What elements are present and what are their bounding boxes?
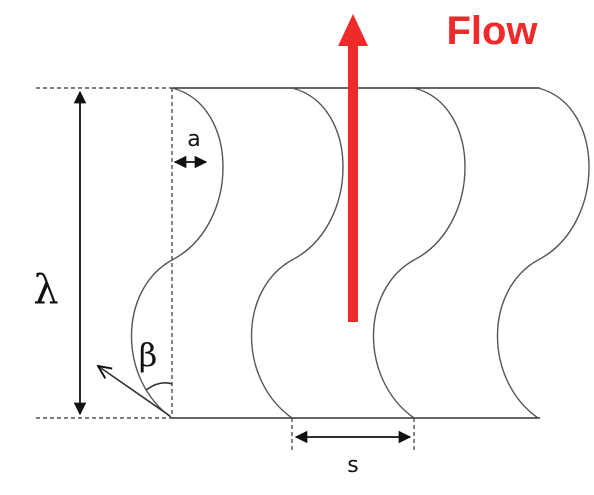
spacing-label: s (347, 453, 358, 478)
flow-label: Flow (446, 9, 538, 53)
wavy-wall-2 (250, 87, 344, 419)
wavy-wall-3 (372, 87, 466, 419)
angle-label: β (139, 336, 158, 374)
wavy-wall-1 (130, 87, 224, 419)
wavy-wall-4 (496, 87, 590, 419)
angle-arc (145, 382, 173, 391)
flow-arrow-shaft (348, 42, 358, 322)
flow-arrow-head (338, 14, 368, 46)
tangent-arrow (98, 366, 171, 417)
wavelength-label: λ (33, 267, 58, 313)
amplitude-label: a (187, 127, 200, 152)
